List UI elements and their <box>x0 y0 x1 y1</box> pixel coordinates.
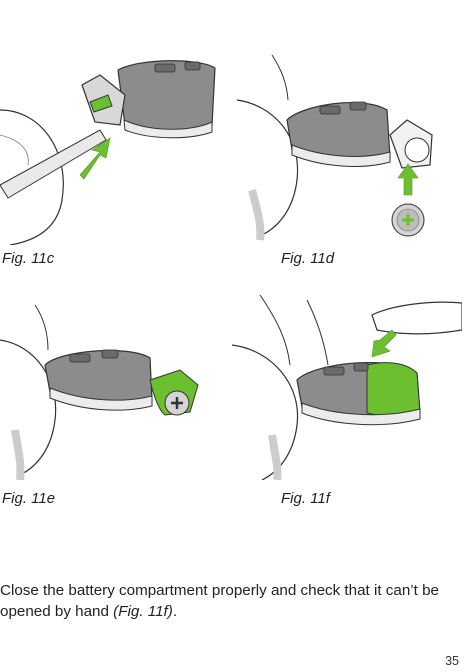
figure-11f <box>232 295 462 480</box>
figure-11e-illustration <box>0 304 199 480</box>
figure-11e-caption: Fig. 11e <box>2 490 56 507</box>
figure-reference: (Fig. 11f) <box>113 603 173 620</box>
figure-11c <box>0 40 230 245</box>
figure-11c-illustration <box>0 60 216 245</box>
figure-11c-caption: Fig. 11c <box>2 250 55 267</box>
instruction-paragraph: Close the battery compartment properly a… <box>0 580 462 622</box>
figure-11d-caption: Fig. 11d <box>281 250 335 267</box>
instruction-text: Close the battery compartment properly a… <box>0 582 439 620</box>
figure-11d <box>232 40 462 245</box>
figure-11e <box>0 300 230 480</box>
figure-11d-illustration <box>236 54 433 241</box>
figure-11f-illustration <box>232 295 462 480</box>
page-number: 35 <box>445 654 459 668</box>
figure-11f-caption: Fig. 11f <box>281 490 330 507</box>
instruction-end: . <box>172 603 178 620</box>
